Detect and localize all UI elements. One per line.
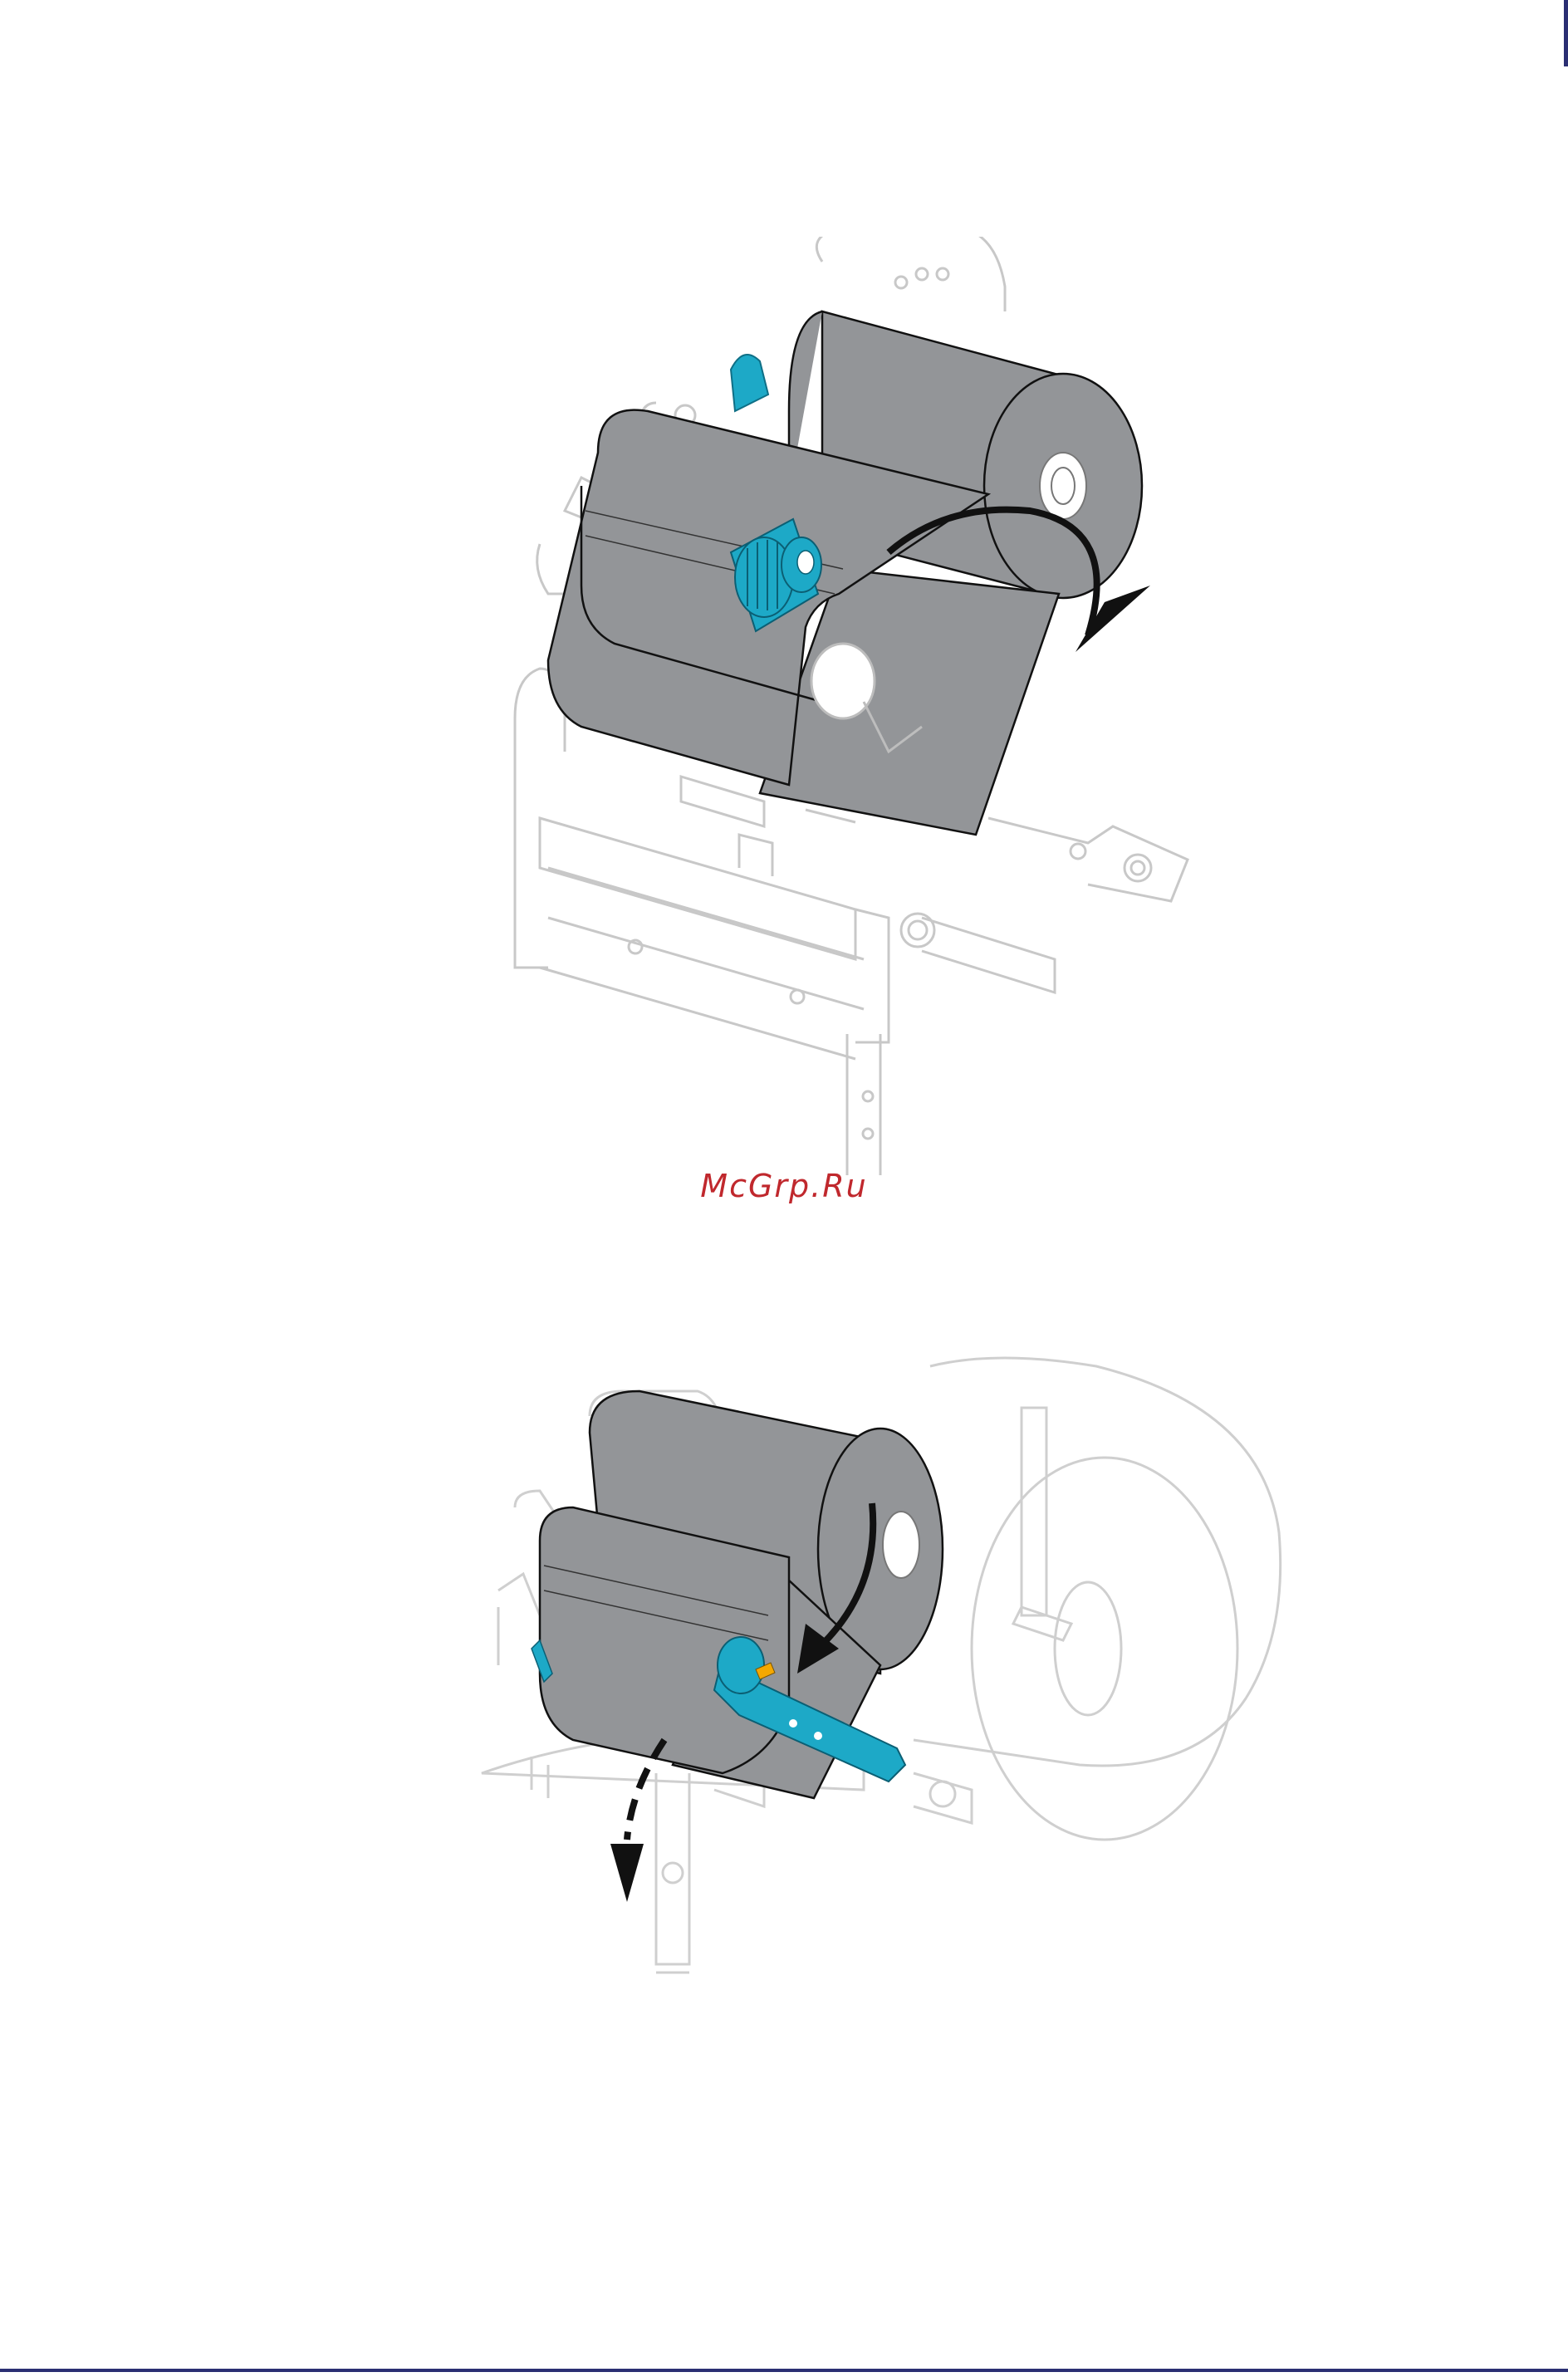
page-bottom-rule — [0, 2369, 1568, 2372]
printer-mechanism-bottom-drawing — [448, 1341, 1345, 2056]
printer-mechanism-top-drawing — [490, 237, 1254, 1175]
page-edge-tab — [1564, 0, 1568, 66]
ribbon-threading-illustration — [448, 1341, 1345, 2056]
ribbon-take-up-illustration — [490, 237, 1254, 1175]
watermark-text: McGrp.Ru — [0, 1168, 1568, 1204]
